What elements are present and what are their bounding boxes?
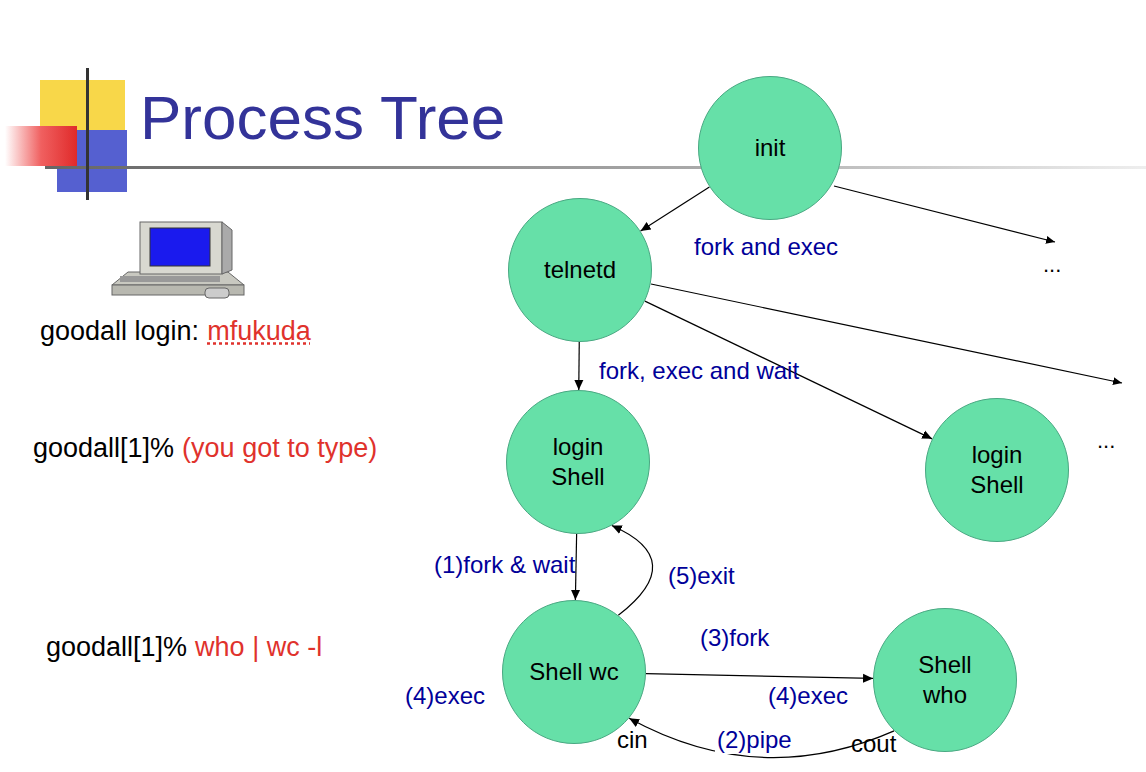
process-name: Shell wc [529, 657, 618, 687]
edge-label: (2)pipe [715, 726, 794, 754]
terminal-line: goodall[1]% (you got to type) [33, 433, 377, 464]
terminal-line: goodall login: mfukuda [40, 316, 311, 347]
edge-label: (1)fork & wait [432, 551, 577, 579]
computer-icon [112, 222, 244, 298]
ellipsis: ... [1043, 252, 1061, 278]
edge-label: fork and exec [692, 233, 840, 261]
daemon-process: telnetd [508, 198, 652, 342]
process-name: login Shell [952, 440, 1042, 500]
terminal-prompt: goodall[1]% [46, 632, 187, 663]
process-arrow [575, 534, 576, 600]
edge-label: (3)fork [698, 624, 771, 652]
shell-process: login Shell [925, 398, 1069, 542]
edge-label: (5)exit [666, 562, 737, 590]
ellipsis: ... [1097, 428, 1115, 454]
init-process: init [698, 76, 842, 220]
slide-title: Process Tree [140, 82, 505, 153]
stream-name: cout [851, 730, 896, 758]
process-name: login Shell [533, 432, 623, 492]
title-rule-vertical [86, 68, 89, 200]
process-name: telnetd [544, 255, 616, 285]
title-rule [45, 166, 1146, 169]
terminal-line: goodall[1]% who | wc -l [46, 632, 322, 663]
process-arrow [646, 674, 873, 679]
process-arrow [641, 187, 710, 231]
process-arrow [612, 526, 653, 616]
process-name: init [755, 133, 786, 163]
shell-process: login Shell [506, 390, 650, 534]
user-command: who | wc -l [195, 632, 322, 663]
shell-process: Shell wc [502, 600, 646, 744]
edge-label: fork, exec and wait [597, 357, 801, 385]
process-arrow [578, 342, 580, 390]
terminal-prompt: goodall login: [40, 316, 199, 347]
step-label: (4)exec [768, 682, 848, 710]
red-square [5, 126, 77, 166]
terminal-note: (you got to type) [182, 433, 377, 464]
branch-arrow [834, 186, 1055, 242]
terminal-prompt: goodall[1]% [33, 433, 174, 464]
process-name: Shell who [900, 650, 990, 710]
stream-name: cin [617, 726, 648, 754]
user-input: mfukuda [207, 316, 311, 347]
step-label: (4)exec [405, 682, 485, 710]
